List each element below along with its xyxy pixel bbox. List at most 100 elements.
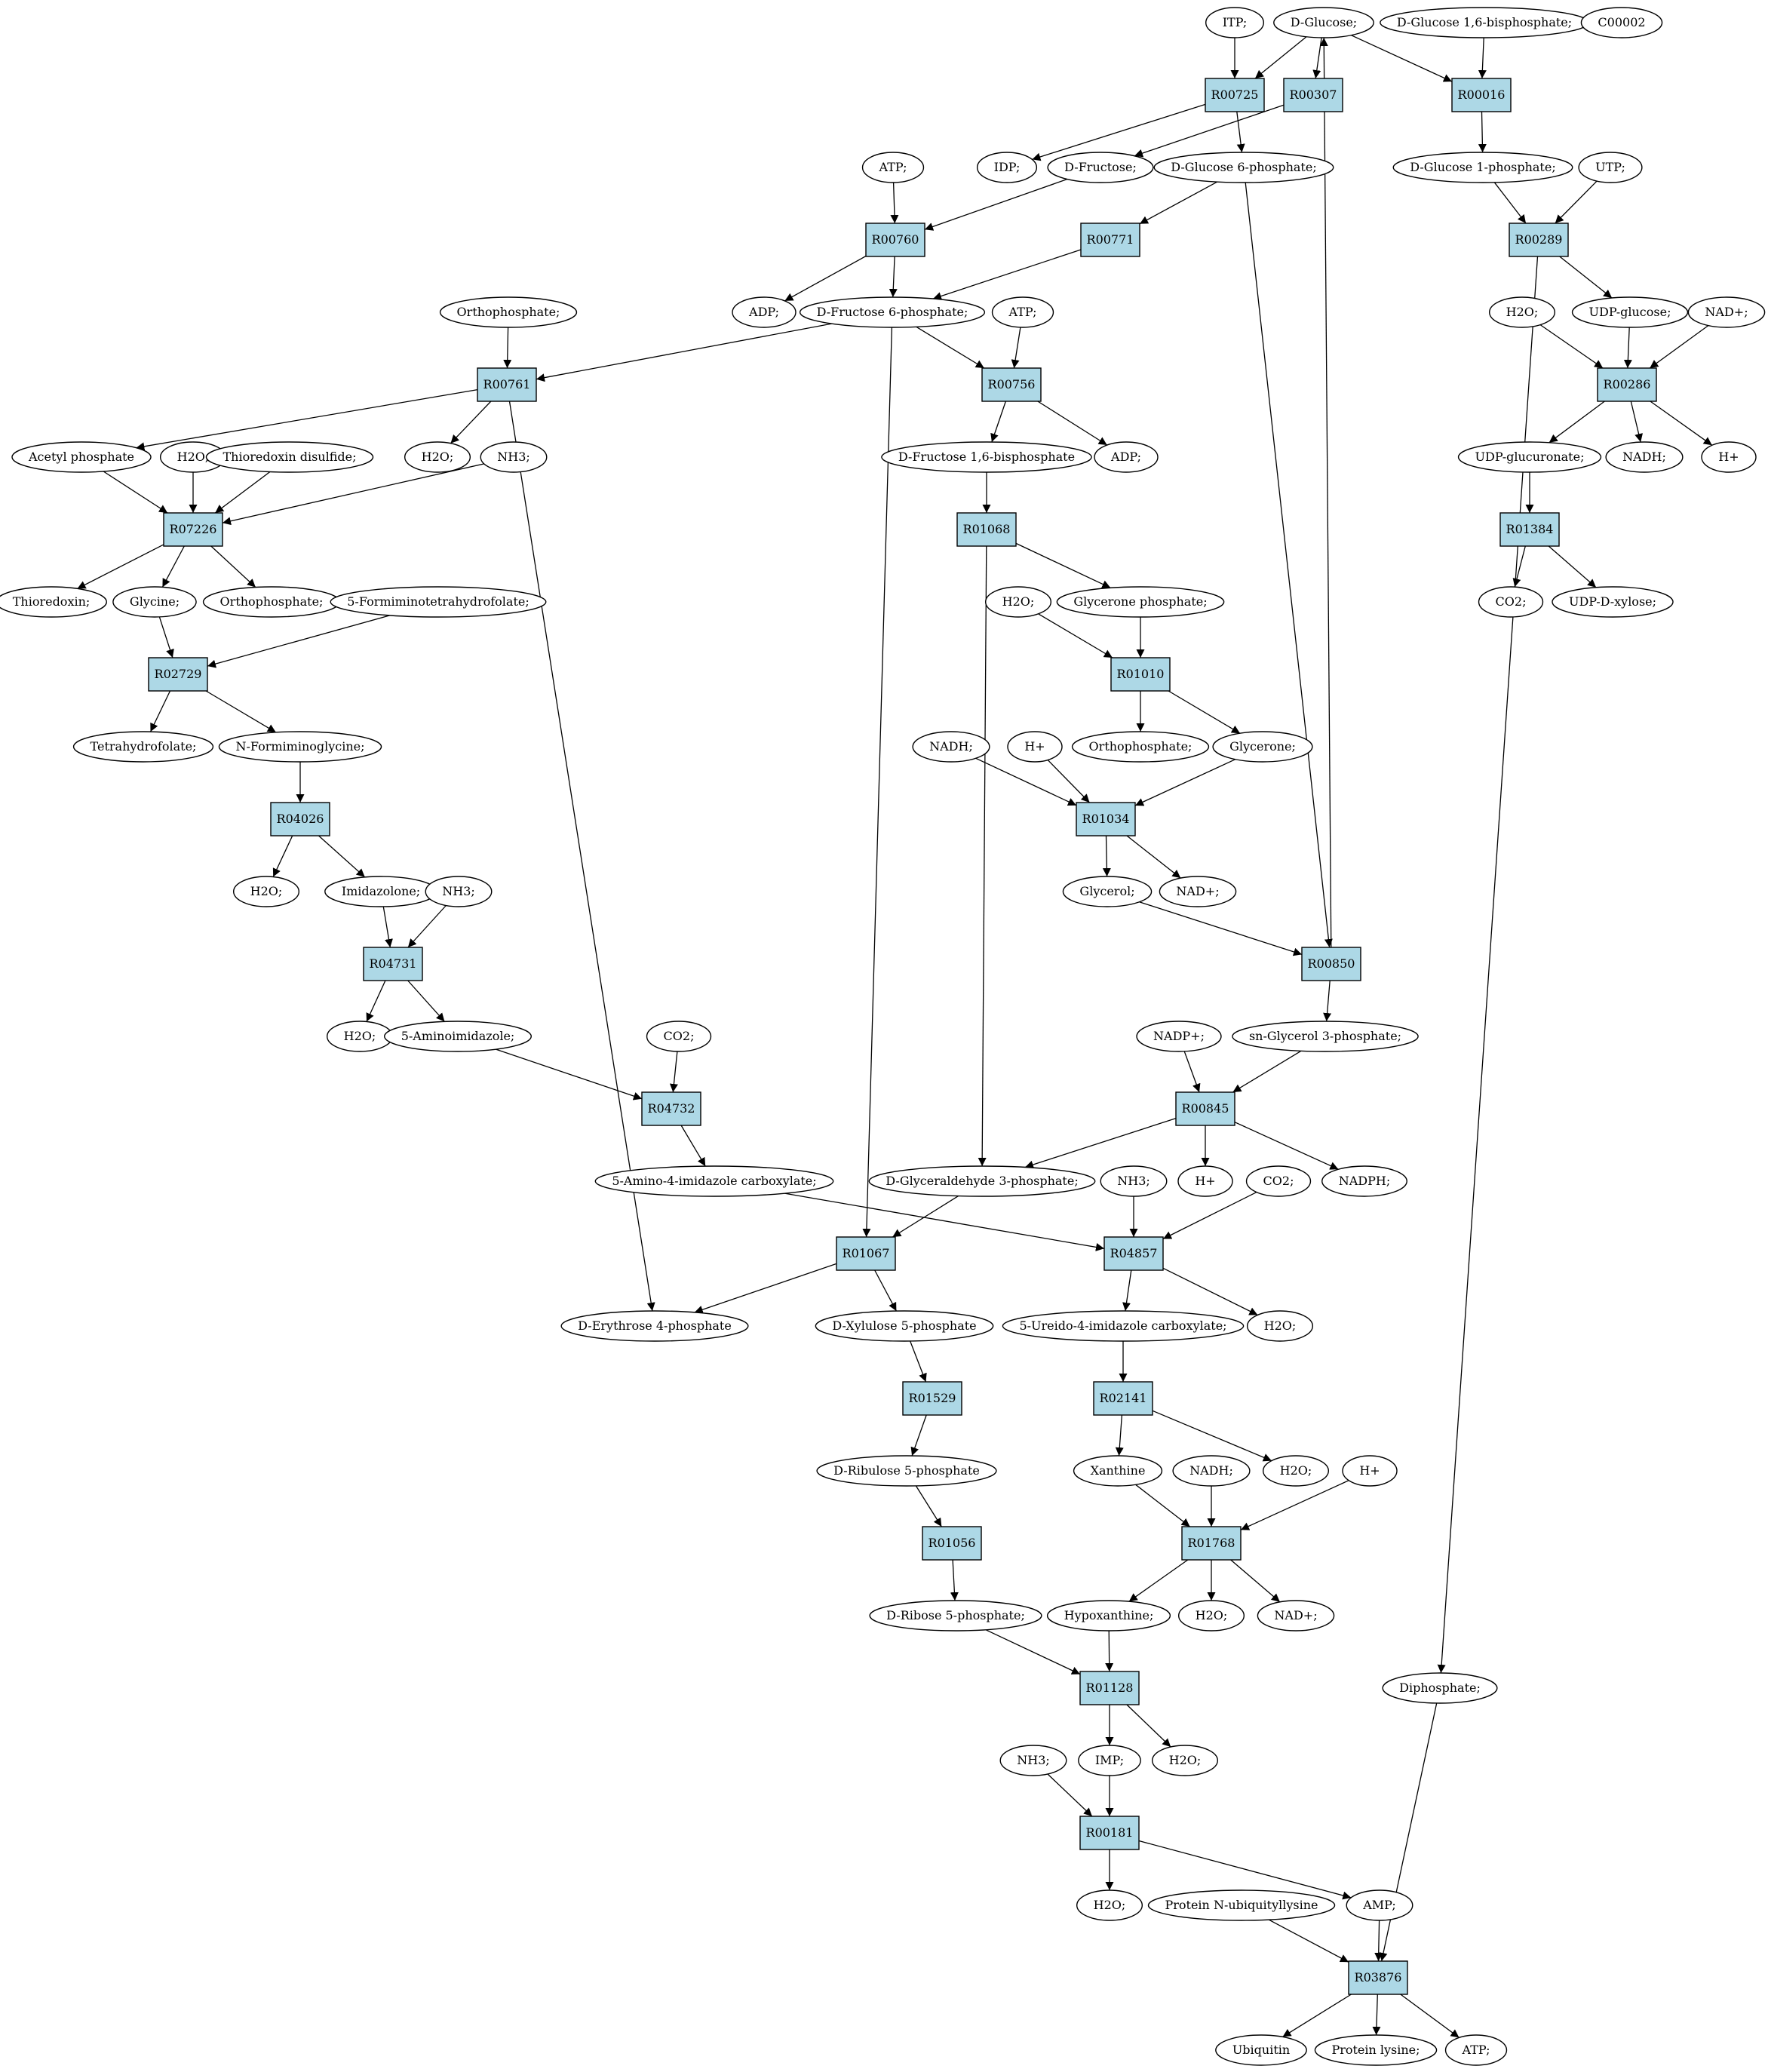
edge-aicarboxylate-to-r04857: [784, 1193, 1105, 1251]
edge-r00845-to-nadph: [1234, 1122, 1339, 1170]
compound-label: ADP;: [748, 305, 779, 319]
compound-ellipse: [1205, 7, 1264, 38]
compound-node-co2-a: CO2;: [1478, 586, 1544, 618]
compound-node-hplus-d: H+: [1342, 1455, 1398, 1487]
compound-label: H2O;: [1506, 305, 1539, 319]
compound-ellipse: [815, 1310, 994, 1342]
compound-label: Acetyl phosphate: [28, 450, 134, 464]
compound-label: H+: [1024, 739, 1045, 754]
edge-atp-a-to-r00760: [890, 182, 899, 224]
edge-r04026-to-imidazolone: [318, 835, 366, 878]
compound-node-orthophosphate-a: Orthophosphate;: [439, 296, 578, 328]
compound-ellipse: [1172, 1455, 1251, 1487]
compound-ellipse: [1273, 7, 1374, 38]
compound-node-aicarboxylate: 5-Amino-4-imidazole carboxylate;: [594, 1165, 834, 1197]
compound-label: NADH;: [929, 739, 973, 754]
edge-r01768-to-nadplus-c: [1230, 1559, 1281, 1603]
reaction-box: [1301, 947, 1361, 981]
edge-r00756-to-df16bp: [990, 401, 1007, 443]
reaction-box: [1076, 802, 1136, 836]
reaction-label: R04731: [370, 956, 417, 971]
compound-node-h2o-i: H2O;: [1177, 1600, 1245, 1632]
compound-ellipse: [1578, 152, 1643, 183]
reaction-node-r00307: R00307: [1283, 78, 1343, 112]
compound-label: D-Fructose 6-phosphate;: [817, 305, 968, 319]
edge-r02141-to-h2o-h: [1152, 1410, 1272, 1462]
edge-aminoimidazole-to-r04732: [496, 1048, 643, 1100]
compound-node-dg16bp: D-Glucose 1,6-bisphosphate;: [1380, 7, 1589, 38]
edge-r00725-to-dg6p: [1236, 111, 1245, 153]
reaction-label: R00756: [988, 377, 1036, 391]
compound-ellipse: [1457, 441, 1602, 473]
compound-label: ITP;: [1223, 15, 1248, 29]
reaction-node-r00286: R00286: [1597, 367, 1657, 402]
compound-node-h2o-k: H2O;: [1076, 1889, 1143, 1921]
compound-ellipse: [1047, 152, 1154, 183]
edge-r00289-to-udpglucose: [1559, 256, 1613, 299]
compound-node-idp: IDP;: [976, 152, 1038, 183]
compound-label: H2O;: [422, 450, 454, 464]
compound-ellipse: [1147, 1889, 1336, 1921]
compound-node-h2o-a: H2O;: [1488, 296, 1556, 328]
compound-label: Xanthine: [1091, 1463, 1146, 1478]
compound-label: Glycerone phosphate;: [1073, 594, 1207, 609]
edge-r01010-to-glycerone: [1168, 690, 1241, 734]
reaction-box: [1451, 78, 1512, 112]
compound-ellipse: [816, 1455, 997, 1487]
compound-ellipse: [1153, 152, 1334, 183]
reaction-box: [865, 223, 925, 257]
compound-node-amp: AMP;: [1346, 1889, 1413, 1921]
compound-node-glycerol: Glycerol;: [1062, 876, 1153, 907]
compound-label: UDP-D-xylose;: [1569, 594, 1656, 609]
compound-label: H2O;: [1196, 1608, 1228, 1622]
compound-label: sn-Glycerol 3-phosphate;: [1249, 1029, 1401, 1043]
reaction-box: [1348, 1960, 1408, 1995]
reaction-box: [363, 947, 423, 981]
edge-r00760-to-df6p: [889, 256, 898, 298]
compound-node-glyceronep: Glycerone phosphate;: [1056, 586, 1225, 618]
compound-label: IMP;: [1095, 1753, 1124, 1767]
compound-ellipse: [1215, 2034, 1307, 2066]
compound-ellipse: [1571, 296, 1689, 328]
compound-node-utp: UTP;: [1578, 152, 1643, 183]
compound-node-glycerone: Glycerone;: [1212, 731, 1313, 763]
edge-r00761-to-acetylp: [136, 388, 478, 451]
compound-label: Orthophosphate;: [220, 594, 324, 609]
edge-df6p-to-r00756: [916, 326, 985, 369]
compound-label: 5-Amino-4-imidazole carboxylate;: [612, 1174, 816, 1188]
reaction-label: R04732: [648, 1101, 695, 1116]
edge-amp-to-r03876: [1374, 1920, 1383, 1962]
compound-ellipse: [991, 296, 1054, 328]
compound-ellipse: [1392, 152, 1573, 183]
compound-label: H2O;: [177, 450, 210, 464]
reaction-label: R01068: [963, 522, 1011, 536]
compound-node-hplus-c: H+: [1177, 1165, 1233, 1197]
compound-label: D-Ribose 5-phosphate;: [886, 1608, 1025, 1622]
compound-node-proteinub: Protein N-ubiquityllysine: [1147, 1889, 1336, 1921]
edge-atp-b-to-r00756: [1011, 327, 1021, 369]
compound-node-uicarboxylate: 5-Ureido-4-imidazole carboxylate;: [1002, 1310, 1245, 1342]
compound-node-hplus-a: H+: [1701, 441, 1757, 473]
reaction-node-r00761: R00761: [477, 367, 537, 402]
compound-ellipse: [881, 441, 1092, 473]
compound-label: D-Glucose 6-phosphate;: [1171, 160, 1316, 174]
compound-node-thf: Tetrahydrofolate;: [72, 731, 214, 763]
compound-label: D-Glyceraldehyde 3-phosphate;: [886, 1174, 1078, 1188]
compound-label: D-Ribulose 5-phosphate: [833, 1463, 980, 1478]
reaction-label: R04026: [277, 812, 324, 826]
reaction-node-r00181: R00181: [1079, 1816, 1140, 1850]
reaction-node-r00850: R00850: [1301, 947, 1361, 981]
reaction-node-r04857: R04857: [1103, 1236, 1164, 1271]
reaction-node-r04026: R04026: [270, 802, 330, 836]
compound-ellipse: [1151, 1745, 1219, 1776]
edge-r01067-to-de4p: [694, 1263, 837, 1314]
edge-nadpplus-to-r00845: [1183, 1051, 1201, 1093]
compound-ellipse: [1321, 1165, 1407, 1197]
reaction-label: R01529: [909, 1391, 956, 1405]
compound-label: Hypoxanthine;: [1064, 1608, 1154, 1622]
edge-r04857-to-h2o-g: [1162, 1267, 1258, 1315]
compound-ellipse: [384, 1021, 532, 1052]
reaction-label: R00850: [1308, 956, 1355, 971]
edge-nadh-b-to-r01034: [975, 757, 1077, 806]
